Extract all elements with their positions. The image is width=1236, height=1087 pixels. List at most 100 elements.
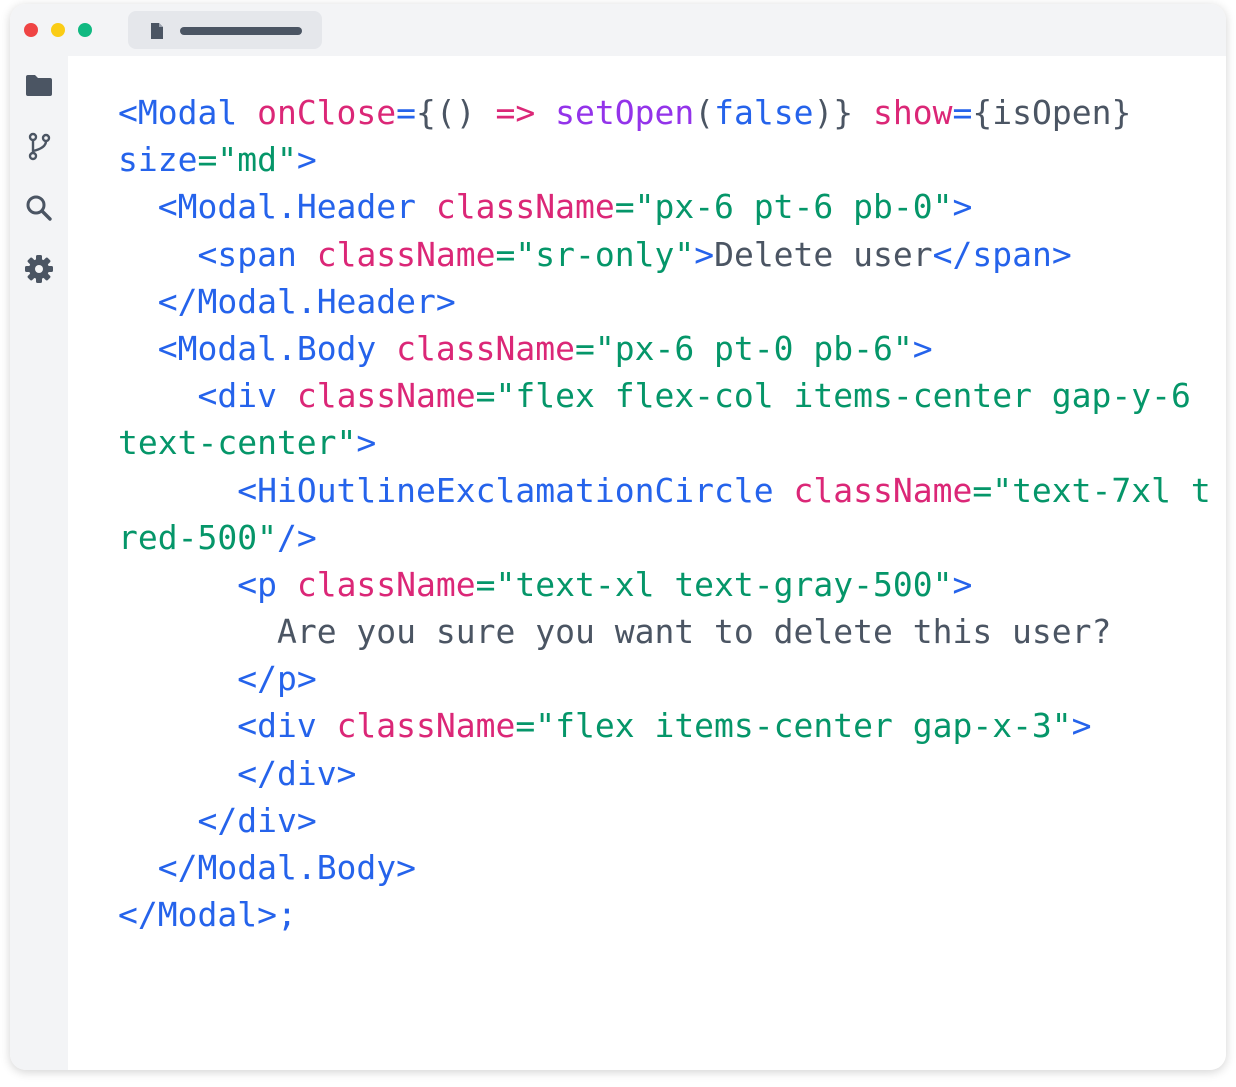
code-punctuation-token [118, 801, 197, 840]
minimize-window-button[interactable] [51, 23, 65, 37]
code-string-token: red-500" [118, 517, 277, 557]
code-attribute-token: show [873, 93, 953, 132]
code-punctuation-token [118, 706, 237, 745]
code-line: text-center"> [118, 419, 1226, 466]
code-attribute-token: className [316, 234, 496, 274]
code-punctuation-token [118, 235, 197, 274]
code-string-token: ="flex flex-col items-center gap-y-6 [475, 376, 1191, 416]
code-punctuation-token [118, 754, 237, 793]
code-tag-token: > [694, 234, 715, 274]
code-line: </div> [118, 750, 1226, 797]
code-attribute-token: className [396, 328, 575, 368]
code-tag-token: > [952, 187, 973, 227]
code-tag-token: > [1071, 706, 1092, 746]
folder-icon[interactable] [24, 70, 54, 100]
git-branch-icon[interactable] [24, 131, 54, 161]
code-attribute-token: className [296, 564, 476, 604]
code-keyword-token: false [714, 93, 814, 132]
code-block[interactable]: <Modal onClose={() => setOpen(false)} sh… [118, 89, 1226, 938]
code-text-token: Delete user [714, 234, 933, 274]
code-function-token: setOpen [555, 93, 695, 132]
code-string-token: ="px-6 pt-0 pb-6" [574, 328, 913, 368]
code-tag-token: > [912, 328, 933, 368]
code-line: <Modal onClose={() => setOpen(false)} sh… [118, 89, 1226, 136]
code-tag-token: /> [276, 517, 317, 557]
code-string-token: ="text-7xl t [972, 470, 1211, 510]
code-line: </Modal.Body> [118, 844, 1226, 891]
title-bar [10, 4, 1226, 56]
code-tag-token: > [296, 140, 317, 180]
file-tab[interactable] [128, 11, 322, 49]
code-line: <Modal.Header className="px-6 pt-6 pb-0"… [118, 183, 1226, 230]
code-line: <Modal.Body className="px-6 pt-0 pb-6"> [118, 325, 1226, 372]
code-tag-token: <div [237, 706, 337, 746]
code-punctuation-token: )} [813, 93, 874, 132]
code-punctuation-token [535, 93, 555, 132]
code-tag-token: </Modal>; [118, 895, 297, 935]
code-line: Are you sure you want to delete this use… [118, 608, 1226, 655]
code-tag-token: <Modal [118, 93, 258, 132]
code-line: size="md"> [118, 136, 1226, 183]
code-line: <div className="flex flex-col items-cent… [118, 372, 1226, 419]
code-attribute-token: className [793, 470, 973, 510]
code-punctuation-token [118, 376, 197, 415]
code-tag-token: = [952, 93, 973, 132]
code-tag-token: <Modal.Header [157, 187, 436, 227]
code-attribute-token: className [435, 187, 615, 227]
gear-icon[interactable] [24, 254, 54, 284]
code-tag-token: <HiOutlineExclamationCircle [237, 470, 794, 510]
code-line: <p className="text-xl text-gray-500"> [118, 561, 1226, 608]
close-window-button[interactable] [24, 23, 38, 37]
code-punctuation-token [118, 612, 277, 651]
code-tag-token: </Modal.Header> [157, 281, 456, 321]
code-string-token: text-center" [118, 423, 357, 463]
code-punctuation-token: {() [416, 93, 496, 132]
code-attribute-token: => [495, 93, 536, 132]
code-tag-token: > [356, 423, 377, 463]
code-tag-token: <div [197, 376, 297, 416]
code-tag-token: </Modal.Body> [157, 848, 417, 887]
code-editor-window: <Modal onClose={() => setOpen(false)} sh… [10, 4, 1226, 1070]
code-line: <div className="flex items-center gap-x-… [118, 702, 1226, 749]
code-tag-token: </div> [197, 800, 317, 840]
tab-title-placeholder [180, 27, 302, 35]
code-tag-token: </div> [237, 753, 357, 793]
code-punctuation-token: {isOpen} [972, 93, 1132, 132]
code-tag-token: <Modal.Body [157, 328, 397, 368]
code-line: </p> [118, 655, 1226, 702]
code-punctuation-token [118, 282, 158, 321]
code-string-token: ="text-xl text-gray-500" [475, 564, 953, 604]
maximize-window-button[interactable] [78, 23, 92, 37]
code-text-token: Are you sure you want to delete this use… [276, 612, 1112, 652]
code-string-token: ="flex items-center gap-x-3" [515, 706, 1072, 746]
code-tag-token: <p [237, 564, 297, 604]
code-line: <span className="sr-only">Delete user</s… [118, 231, 1226, 278]
code-punctuation-token [118, 565, 237, 604]
code-tag-token: = [396, 93, 417, 132]
search-icon[interactable] [24, 193, 54, 223]
code-line: red-500"/> [118, 514, 1226, 561]
code-attribute-token: className [336, 706, 516, 746]
code-punctuation-token [118, 659, 237, 698]
code-punctuation-token: ( [694, 93, 715, 132]
code-string-token: ="sr-only" [495, 234, 695, 274]
activity-sidebar [10, 56, 68, 1070]
code-line: </Modal>; [118, 891, 1226, 938]
code-line: </div> [118, 797, 1226, 844]
file-icon [151, 23, 163, 39]
code-punctuation-token [118, 187, 158, 226]
code-tag-token: </p> [237, 659, 317, 699]
code-tag-token: <span [197, 234, 317, 274]
code-tag-token: size [118, 140, 198, 180]
code-punctuation-token [118, 848, 158, 887]
code-tag-token: </span> [932, 234, 1072, 274]
editor-pane[interactable]: <Modal onClose={() => setOpen(false)} sh… [68, 56, 1226, 1070]
code-string-token: ="px-6 pt-6 pb-0" [614, 187, 953, 227]
code-line: <HiOutlineExclamationCircle className="t… [118, 467, 1226, 514]
code-punctuation-token [118, 329, 158, 368]
code-tag-token: > [952, 564, 973, 604]
code-attribute-token: onClose [257, 93, 397, 132]
code-punctuation-token [118, 471, 237, 510]
code-line: </Modal.Header> [118, 278, 1226, 325]
code-string-token: ="md" [197, 140, 297, 180]
